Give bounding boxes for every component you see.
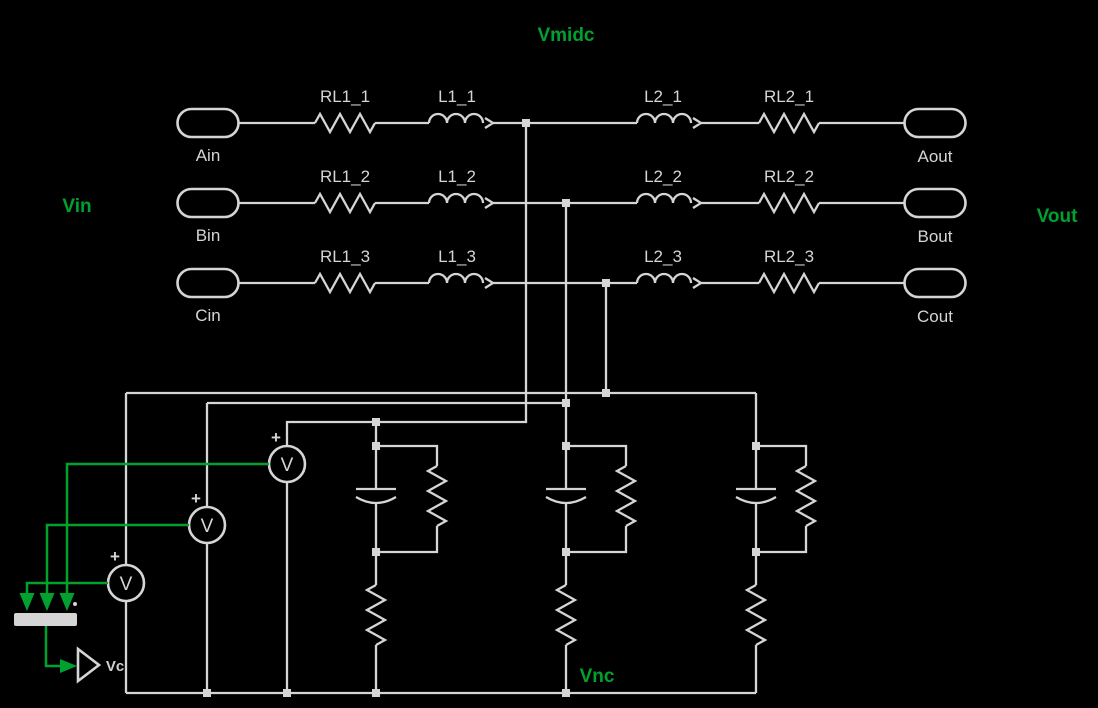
measurement-signals: Vc xyxy=(14,462,269,684)
junction-dot xyxy=(752,548,760,556)
junction-dot xyxy=(372,548,380,556)
port-label-cin[interactable]: Cin xyxy=(195,306,221,325)
label-l1-1[interactable]: L1_1 xyxy=(438,87,476,106)
goto-vc-label[interactable]: Vc xyxy=(106,658,124,675)
junction-dot xyxy=(562,548,570,556)
label-rl1-2[interactable]: RL1_2 xyxy=(320,167,370,186)
net-label-vmidc[interactable]: Vmidc xyxy=(537,25,594,46)
junction-dot xyxy=(602,389,610,397)
voltmeter-1-symbol: V xyxy=(281,455,294,476)
capacitor-2[interactable] xyxy=(544,487,588,505)
port-aout[interactable] xyxy=(903,107,967,139)
label-rl2-3[interactable]: RL2_3 xyxy=(764,247,814,266)
wire-rc2[interactable] xyxy=(564,444,628,693)
series-resistor-3[interactable] xyxy=(745,583,767,647)
port-cout[interactable] xyxy=(903,267,967,299)
junction-dot xyxy=(752,442,760,450)
label-rl1-1[interactable]: RL1_1 xyxy=(320,87,370,106)
phase-c-row: Cin RL1_3 L1_3 L2_3 RL2_3 Cout xyxy=(176,247,967,326)
wire-rc1[interactable] xyxy=(374,422,439,693)
port-bout[interactable] xyxy=(903,187,967,219)
parallel-resistor-2[interactable] xyxy=(615,464,637,528)
label-l2-2[interactable]: L2_2 xyxy=(644,167,682,186)
voltmeter-2-plus: + xyxy=(191,489,201,508)
label-l1-3[interactable]: L1_3 xyxy=(438,247,476,266)
label-l1-2[interactable]: L1_2 xyxy=(438,167,476,186)
port-bin[interactable] xyxy=(176,187,240,219)
resistor-rl1-2[interactable] xyxy=(313,192,377,214)
resistor-rl2-1[interactable] xyxy=(757,112,821,134)
resistor-rl1-3[interactable] xyxy=(313,272,377,294)
parallel-resistor-3[interactable] xyxy=(795,464,817,528)
port-label-bin[interactable]: Bin xyxy=(196,226,221,245)
capacitor-1[interactable] xyxy=(354,487,398,505)
port-dot xyxy=(73,602,77,606)
resistor-rl2-2[interactable] xyxy=(757,192,821,214)
signal-arrowhead xyxy=(59,593,75,611)
neutral-bus-wires xyxy=(124,123,758,697)
inductor-l2-3[interactable] xyxy=(635,272,703,290)
wire-drop-phase-a[interactable] xyxy=(285,123,528,446)
resistor-rl1-1[interactable] xyxy=(313,112,377,134)
phase-a-row: Ain RL1_1 L1_1 L2_1 RL2_1 Aout xyxy=(176,87,967,166)
port-label-bout[interactable]: Bout xyxy=(918,227,953,246)
inductor-l2-2[interactable] xyxy=(635,192,703,210)
phase-b-row: Bin RL1_2 L1_2 L2_2 RL2_2 Bout xyxy=(176,167,967,246)
signal-wire-vmeter2[interactable] xyxy=(45,523,189,594)
port-label-ain[interactable]: Ain xyxy=(196,146,221,165)
port-label-cout[interactable]: Cout xyxy=(917,307,953,326)
signal-arrowhead xyxy=(60,659,77,673)
inductor-l1-2[interactable] xyxy=(427,192,495,210)
series-resistor-2[interactable] xyxy=(555,583,577,647)
label-l2-3[interactable]: L2_3 xyxy=(644,247,682,266)
voltmeter-2[interactable]: V + xyxy=(187,403,227,693)
net-label-vin[interactable]: Vin xyxy=(62,196,91,217)
wire-rc3[interactable] xyxy=(754,444,808,693)
label-rl1-3[interactable]: RL1_3 xyxy=(320,247,370,266)
junction-dot xyxy=(372,442,380,450)
goto-vc-block[interactable] xyxy=(76,646,102,684)
signal-wire-vmeter1[interactable] xyxy=(65,462,269,594)
capacitor-3[interactable] xyxy=(734,487,778,505)
port-ain[interactable] xyxy=(176,107,240,139)
rc-branch-2 xyxy=(544,442,637,693)
inductor-l1-1[interactable] xyxy=(427,112,495,130)
label-l2-1[interactable]: L2_1 xyxy=(644,87,682,106)
signal-arrowhead xyxy=(39,593,55,611)
mux-block[interactable] xyxy=(14,613,77,626)
rc-branch-1 xyxy=(354,422,448,693)
junction-dot xyxy=(562,442,570,450)
voltmeter-1-plus: + xyxy=(271,428,281,447)
parallel-resistor-1[interactable] xyxy=(426,464,448,528)
net-label-vnc[interactable]: Vnc xyxy=(580,666,615,687)
resistor-rl2-3[interactable] xyxy=(757,272,821,294)
series-resistor-1[interactable] xyxy=(365,583,387,647)
voltmeter-2-symbol: V xyxy=(201,516,214,537)
voltmeter-1[interactable]: V + xyxy=(267,428,307,693)
voltmeter-3-plus: + xyxy=(110,547,120,566)
label-rl2-1[interactable]: RL2_1 xyxy=(764,87,814,106)
signal-wire-vmeter3[interactable] xyxy=(25,581,108,594)
signal-arrowhead xyxy=(19,593,35,611)
port-cin[interactable] xyxy=(176,267,240,299)
label-rl2-2[interactable]: RL2_2 xyxy=(764,167,814,186)
voltmeter-3-symbol: V xyxy=(120,574,133,595)
signal-wire-mux-out[interactable] xyxy=(44,626,61,668)
inductor-l2-1[interactable] xyxy=(635,112,703,130)
junction-dot xyxy=(562,399,570,407)
rc-branch-3 xyxy=(734,442,817,693)
inductor-l1-3[interactable] xyxy=(427,272,495,290)
port-label-aout[interactable]: Aout xyxy=(918,147,953,166)
net-label-vout[interactable]: Vout xyxy=(1037,206,1078,227)
